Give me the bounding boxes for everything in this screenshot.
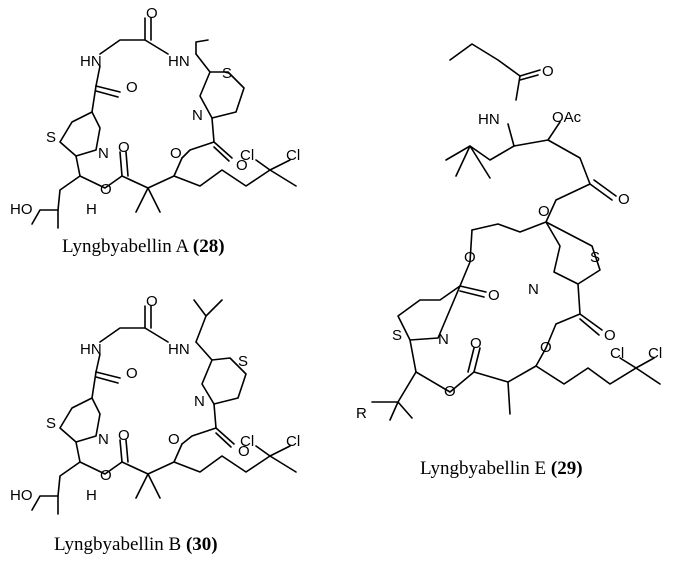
atom-label: HN	[168, 53, 190, 70]
atom-label: S	[392, 327, 402, 344]
atom-label: S	[238, 353, 248, 370]
atom-label: O	[540, 339, 552, 356]
atom-label: O	[100, 467, 112, 484]
caption-lyngbyabellin-e: Lyngbyabellin E (29)	[420, 458, 583, 480]
compound-name: Lyngbyabellin B	[54, 534, 182, 555]
atom-label: O	[618, 191, 630, 208]
atom-label: O	[236, 157, 248, 174]
atom-label: HO	[10, 487, 33, 504]
compound-number: (30)	[185, 534, 218, 555]
atom-label: O	[238, 443, 250, 460]
compound-number: (28)	[192, 236, 225, 257]
atom-label: N	[98, 431, 109, 448]
atom-label: S	[46, 129, 56, 146]
atom-label: N	[194, 393, 205, 410]
atom-label: OAc	[552, 109, 582, 126]
atom-label: S	[46, 415, 56, 432]
atom-label: S	[590, 249, 600, 266]
caption-lyngbyabellin-a: Lyngbyabellin A (28)	[62, 236, 225, 258]
atom-label: Cl	[286, 147, 300, 164]
atom-label: HN	[80, 341, 102, 358]
structure-lyngbyabellin-e	[371, 43, 661, 421]
atom-label: O	[146, 5, 158, 22]
atom-label: O	[444, 383, 456, 400]
atom-label: Cl	[240, 433, 254, 450]
atom-label: O	[170, 145, 182, 162]
atom-label: Cl	[648, 345, 662, 362]
atom-label: N	[192, 107, 203, 124]
atom-label: O	[126, 365, 138, 382]
atom-label: O	[604, 327, 616, 344]
structure-lyngbyabellin-b	[31, 299, 297, 515]
atom-label: Cl	[240, 147, 254, 164]
atom-label: O	[538, 203, 550, 220]
atom-label: O	[542, 63, 554, 80]
atom-label: N	[98, 145, 109, 162]
compound-name: Lyngbyabellin E	[420, 458, 547, 479]
atom-label: O	[126, 79, 138, 96]
atom-label: Cl	[610, 345, 624, 362]
atom-label: O	[470, 335, 482, 352]
compound-number: (29)	[550, 458, 583, 479]
compound-name: Lyngbyabellin A	[62, 236, 189, 257]
caption-lyngbyabellin-b: Lyngbyabellin B (30)	[54, 534, 218, 556]
atom-label: O	[118, 139, 130, 156]
atom-label: Cl	[286, 433, 300, 450]
atom-label: O	[464, 249, 476, 266]
atom-label: N	[438, 331, 449, 348]
atom-label: O	[118, 427, 130, 444]
atom-label: N	[528, 281, 539, 298]
atom-label: S	[222, 65, 232, 82]
atom-label: O	[100, 181, 112, 198]
atom-label: H	[86, 201, 97, 218]
atom-label: HN	[168, 341, 190, 358]
atom-label: H	[86, 487, 97, 504]
atom-label: R	[356, 405, 367, 422]
structure-lyngbyabellin-a	[31, 17, 297, 229]
atom-label: HN	[478, 111, 500, 128]
atom-label: HN	[80, 53, 102, 70]
atom-label: O	[146, 293, 158, 310]
atom-label: O	[488, 287, 500, 304]
atom-label: HO	[10, 201, 33, 218]
atom-label: O	[168, 431, 180, 448]
